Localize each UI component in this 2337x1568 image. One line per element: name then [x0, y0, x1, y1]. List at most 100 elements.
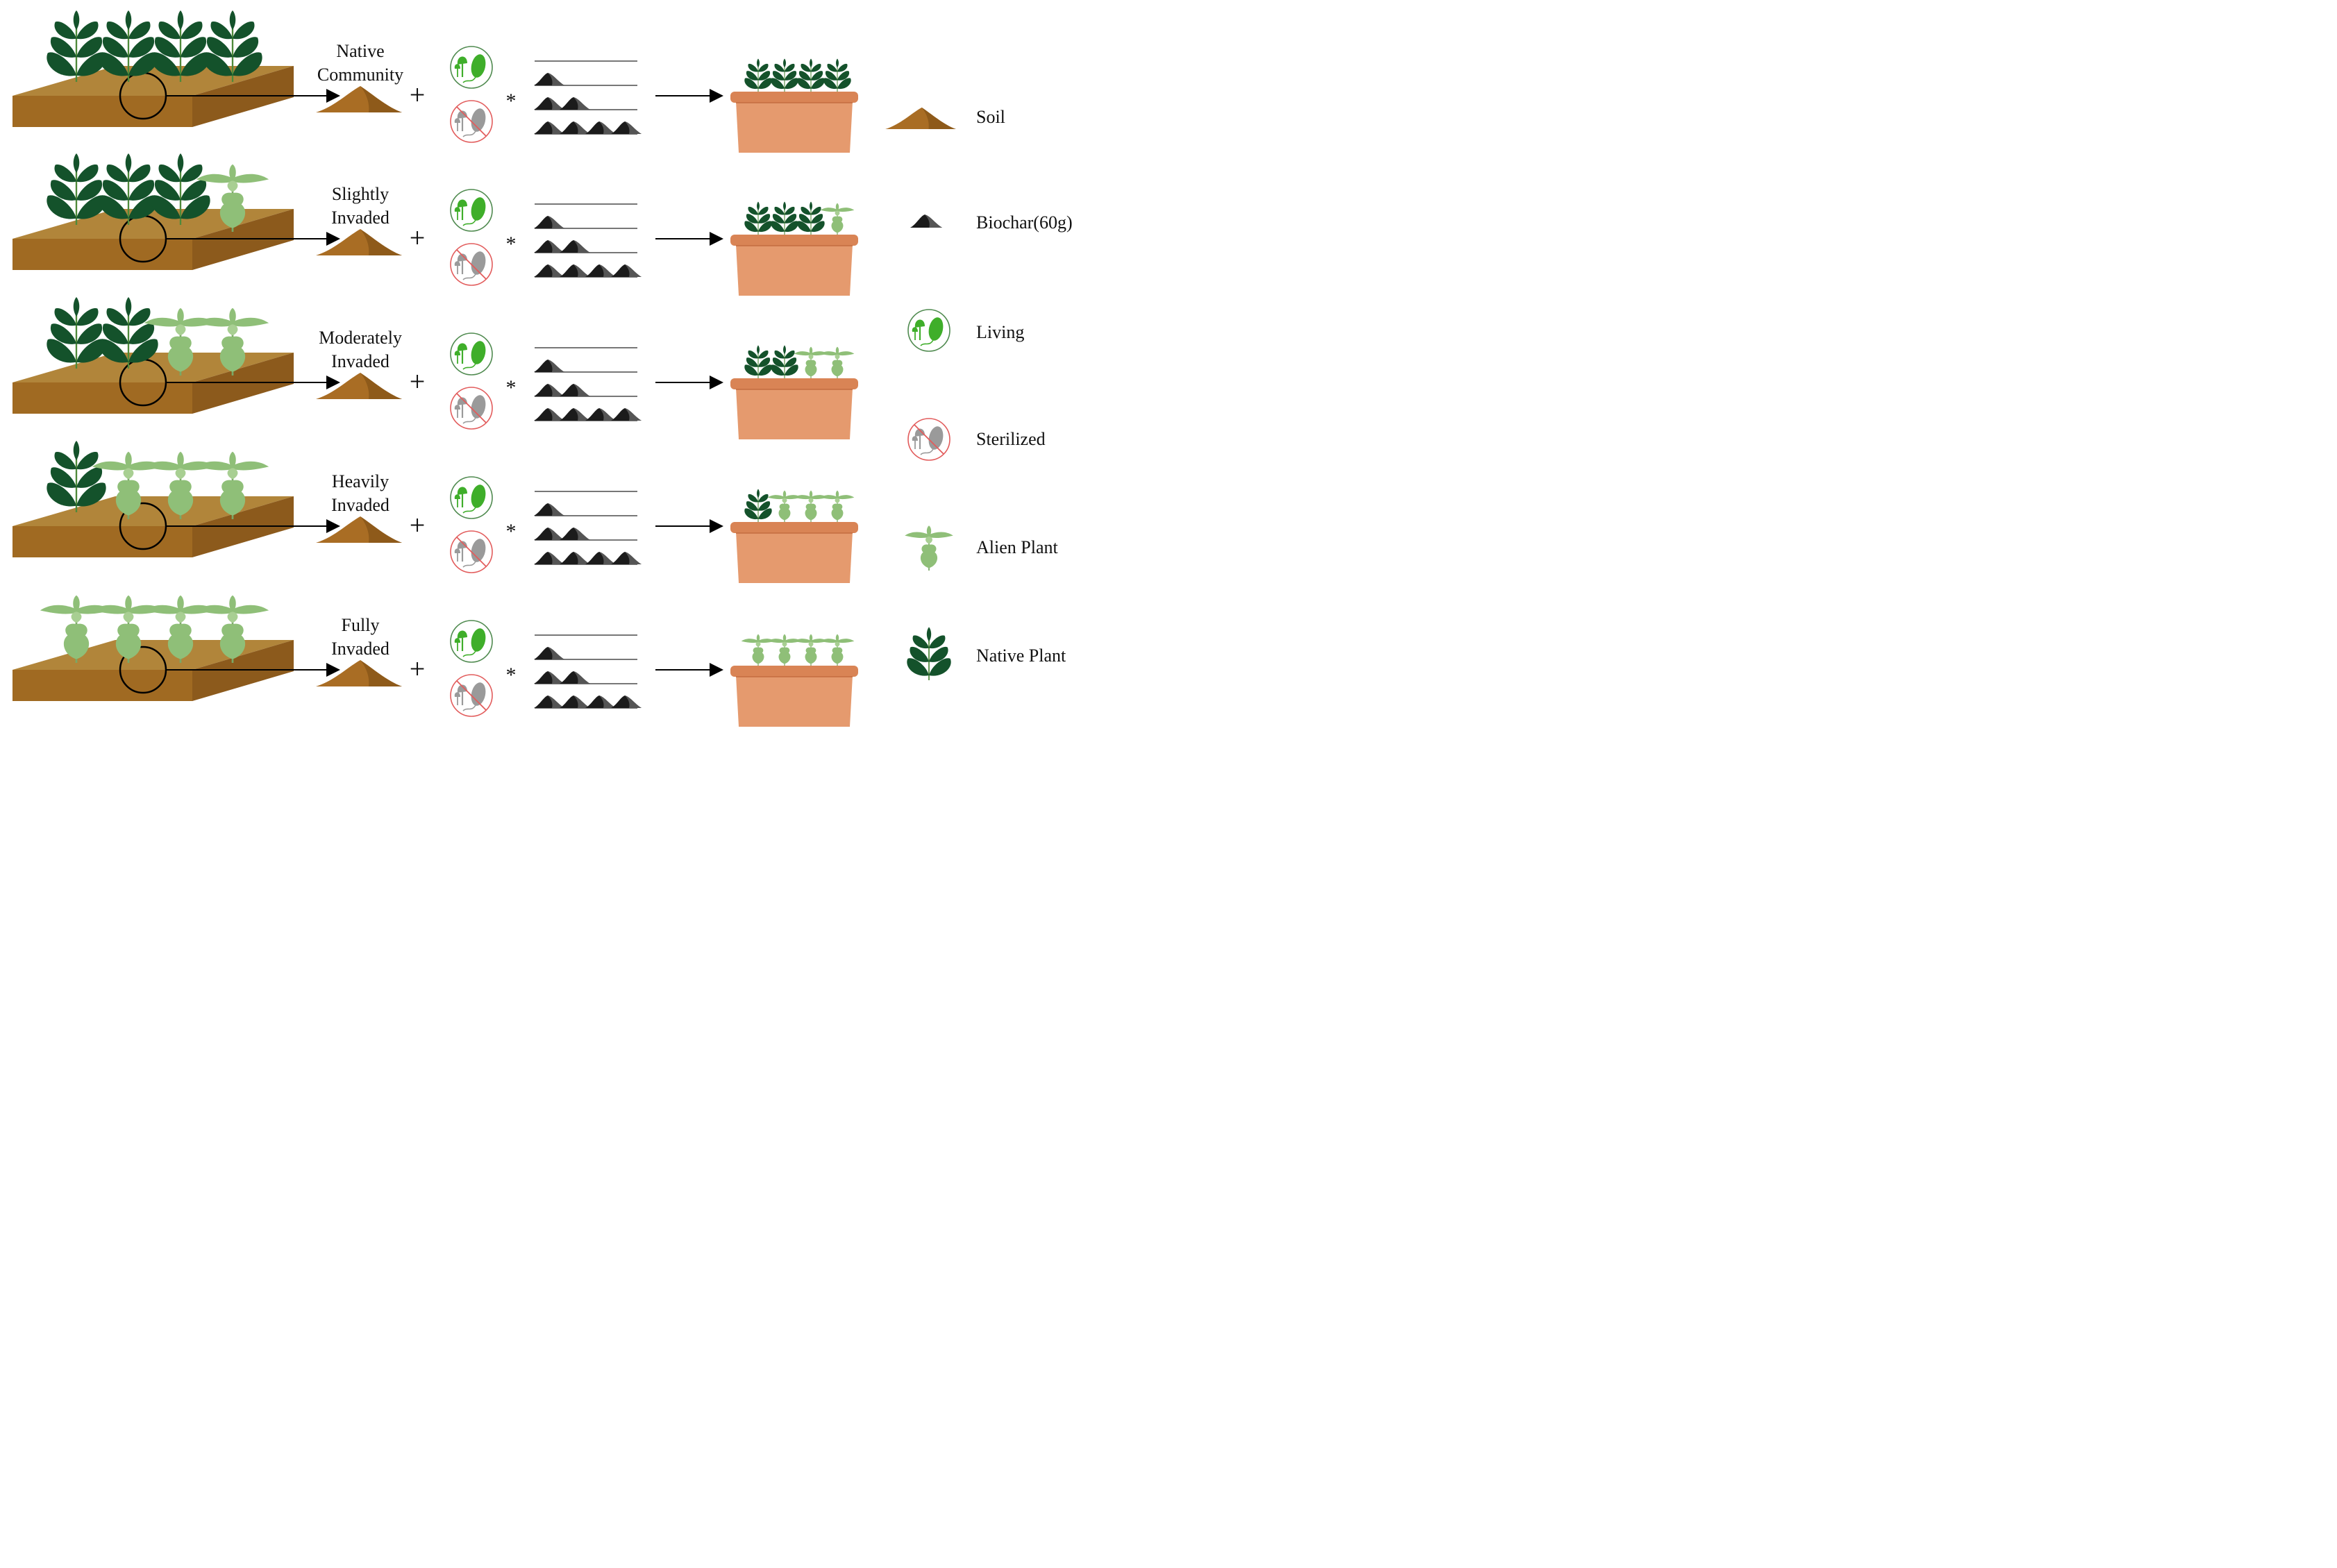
sterilized-icon — [450, 530, 493, 573]
biochar-mound — [560, 552, 590, 564]
soil-pile — [316, 516, 402, 543]
biochar-mound — [560, 384, 590, 396]
sterilized-icon — [907, 418, 950, 461]
biochar-levels — [534, 634, 642, 709]
times-operator: * — [506, 520, 517, 543]
plus-operator: + — [410, 222, 426, 253]
biochar-mound — [560, 240, 590, 253]
alien-plant-icon — [794, 346, 828, 378]
native-plant-icon — [99, 10, 158, 82]
biochar-mound — [534, 97, 564, 110]
plus-operator: + — [410, 366, 426, 397]
legend-biochar — [910, 214, 943, 228]
plus-operator: + — [410, 79, 426, 110]
biochar-mound — [560, 264, 590, 277]
biochar-mound — [611, 408, 642, 421]
alien-plant-icon — [40, 595, 113, 663]
pot-plants — [744, 345, 855, 378]
diagram-canvas: NativeCommunity+*SlightlyInvaded+*Modera… — [12, 10, 1073, 727]
biochar-mound — [560, 408, 590, 421]
biochar-mound — [534, 73, 564, 85]
alien-plant-icon — [196, 595, 269, 663]
biochar-levels — [534, 203, 642, 278]
biochar-mound — [534, 216, 564, 228]
pot-plants — [741, 634, 855, 666]
alien-plant-icon — [741, 634, 776, 666]
alien-plant-icon — [794, 490, 828, 522]
alien-plant-icon — [196, 307, 269, 376]
legend-label-living: Living — [976, 322, 1024, 342]
row-label-line1: Slightly — [332, 184, 389, 204]
biochar-mound — [611, 121, 642, 134]
native-plant-icon — [151, 10, 210, 82]
pot-plants — [744, 58, 851, 92]
planter-pot — [730, 235, 858, 296]
native-plant-icon — [99, 297, 158, 369]
biochar-levels — [534, 347, 642, 421]
living-icon — [450, 332, 493, 376]
native-plant-icon — [744, 345, 772, 378]
native-plant-icon — [797, 201, 825, 235]
native-plant-icon — [47, 10, 106, 82]
planter-pot — [730, 522, 858, 583]
alien-plant-icon — [196, 451, 269, 519]
native-plant-icon — [47, 441, 106, 512]
field-plants — [47, 10, 262, 82]
biochar-mound — [534, 121, 564, 134]
times-operator: * — [506, 90, 517, 112]
soil-pile — [316, 229, 402, 255]
biochar-mound — [534, 503, 564, 516]
sterilized-icon — [450, 674, 493, 717]
sterilized-icon — [450, 243, 493, 286]
native-plant-icon — [744, 489, 772, 522]
row-label-line2: Invaded — [331, 495, 390, 515]
biochar-mound — [534, 647, 564, 659]
soil-block — [12, 640, 294, 701]
biochar-mound — [534, 671, 564, 684]
native-plant-icon — [797, 58, 825, 92]
legend-label-native-plant: Native Plant — [976, 646, 1066, 666]
alien-plant-icon — [767, 634, 802, 666]
biochar-mound — [560, 528, 590, 540]
legend-label-sterilized: Sterilized — [976, 429, 1046, 449]
row-label-line2: Invaded — [331, 208, 390, 228]
biochar-mound — [611, 552, 642, 564]
biochar-mound — [585, 264, 616, 277]
biochar-mound — [611, 696, 642, 708]
soil-pile — [316, 660, 402, 686]
biochar-mound — [560, 696, 590, 708]
native-plant-icon — [771, 201, 798, 235]
living-icon — [450, 620, 493, 663]
soil-icon — [885, 107, 956, 129]
native-plant-icon — [907, 627, 951, 680]
native-plant-icon — [99, 153, 158, 225]
alien-plant-icon — [820, 346, 855, 378]
soil-pile — [316, 373, 402, 399]
row-label-line2: Invaded — [331, 639, 390, 659]
times-operator: * — [506, 664, 517, 686]
native-plant-icon — [203, 10, 262, 82]
biochar-mound — [534, 384, 564, 396]
biochar-mound — [534, 528, 564, 540]
native-plant-icon — [744, 58, 772, 92]
biochar-mound — [585, 552, 616, 564]
sterilized-icon — [450, 387, 493, 430]
alien-plant-icon — [196, 164, 269, 232]
biochar-levels — [534, 60, 642, 135]
alien-plant-icon — [820, 490, 855, 522]
field-plants — [47, 153, 269, 232]
native-plant-icon — [744, 201, 772, 235]
times-operator: * — [506, 376, 517, 399]
field-plants — [47, 297, 269, 376]
biochar-mound — [585, 121, 616, 134]
alien-plant-icon — [905, 525, 953, 571]
alien-plant-icon — [92, 451, 165, 519]
biochar-levels — [534, 491, 642, 565]
biochar-mound — [585, 408, 616, 421]
alien-plant-icon — [820, 634, 855, 666]
alien-plant-icon — [767, 490, 802, 522]
plus-operator: + — [410, 653, 426, 684]
